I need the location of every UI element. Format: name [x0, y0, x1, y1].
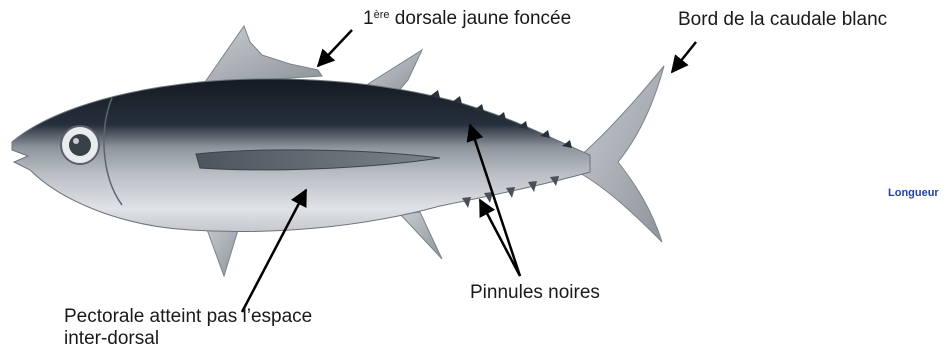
arrow-first-dorsal	[318, 30, 352, 66]
caudal-fin	[578, 66, 664, 242]
label-length: Longueur	[888, 187, 939, 199]
first-dorsal-fin	[205, 26, 322, 82]
arrow-caudal-edge	[672, 42, 696, 72]
label-caudal-edge: Bord de la caudale blanc	[678, 9, 887, 31]
label-first-dorsal: 1ère dorsale jaune foncée	[363, 8, 571, 30]
anal-fin	[400, 212, 442, 259]
arrow-pinnules-lower	[480, 200, 520, 276]
label-pinnules: Pinnules noires	[470, 282, 600, 304]
